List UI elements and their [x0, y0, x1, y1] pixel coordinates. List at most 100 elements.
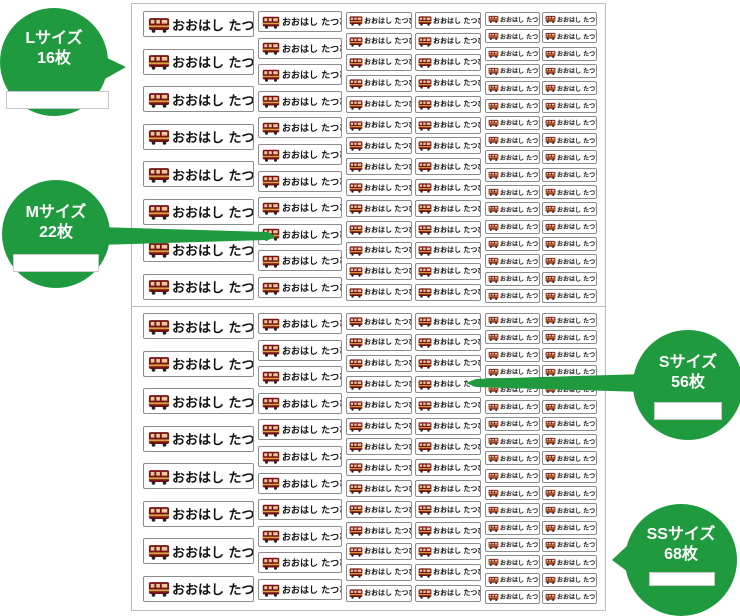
name-label: おおはし たつひこ	[143, 575, 254, 602]
label-name-text: おおはし たつひこ	[500, 276, 539, 283]
label-name-text: おおはし たつひこ	[557, 51, 596, 59]
train-icon	[545, 102, 556, 110]
label-name-text: おおはし たつひこ	[172, 508, 254, 523]
name-label: おおはし たつひこ	[258, 472, 342, 494]
label-name-text: おおはし たつひこ	[172, 433, 254, 448]
train-icon	[545, 403, 556, 411]
ss-size-title: SSサイズ	[646, 526, 716, 543]
train-icon	[349, 484, 363, 494]
label-name-text: おおはし たつひこ	[557, 224, 596, 232]
label-name-text: おおはし たつひこ	[557, 317, 596, 325]
label-name-text: おおはし たつひこ	[364, 183, 411, 192]
train-icon	[418, 442, 432, 453]
name-label: おおはし たつひこ	[346, 241, 412, 259]
name-label: おおはし たつひこ	[346, 53, 412, 71]
label-name-text: おおはし たつひこ	[282, 230, 341, 241]
name-label: おおはし たつひこ	[258, 419, 342, 441]
name-label: おおはし たつひこ	[415, 158, 481, 176]
name-label: おおはし たつひこ	[415, 438, 481, 456]
train-icon	[488, 403, 499, 411]
label-name-text: おおはし たつひこ	[282, 426, 341, 437]
train-icon	[488, 15, 499, 23]
label-name-text: おおはし たつひこ	[282, 257, 341, 268]
train-icon	[488, 489, 499, 497]
name-label: おおはし たつひこ	[258, 525, 342, 547]
name-label: おおはし たつひこ	[485, 236, 540, 251]
label-name-text: おおはし たつひこ	[364, 359, 411, 368]
name-label: おおはし たつひこ	[485, 468, 540, 483]
label-name-text: おおはし たつひこ	[433, 401, 480, 410]
label-name-text: おおはし たつひこ	[364, 568, 411, 577]
label-name-text: おおはし たつひこ	[433, 317, 480, 326]
s-size-pointer	[466, 374, 646, 392]
train-icon	[148, 167, 170, 183]
train-icon	[418, 79, 432, 89]
name-label: おおはし たつひこ	[542, 468, 597, 483]
name-label: おおはし たつひこ	[542, 503, 597, 518]
m-size-title: Mサイズ	[25, 204, 87, 221]
name-label: おおはし たつひこ	[485, 46, 540, 61]
train-icon	[262, 318, 280, 331]
train-icon	[488, 240, 499, 248]
label-name-text: おおはし たつひこ	[433, 288, 480, 297]
train-icon	[418, 58, 432, 68]
train-icon	[349, 505, 363, 515]
label-name-text: おおはし たつひこ	[433, 121, 480, 129]
train-icon	[262, 531, 280, 544]
label-name-text: おおはし たつひこ	[500, 172, 539, 180]
label-name-text: おおはし たつひこ	[500, 293, 539, 301]
name-label: おおはし たつひこ	[542, 555, 597, 570]
train-icon	[349, 204, 363, 214]
name-label: おおはし たつひこ	[485, 364, 540, 379]
label-name-text: おおはし たつひこ	[433, 37, 480, 46]
label-name-text: おおはし たつひこ	[557, 525, 596, 533]
name-label: おおはし たつひこ	[346, 396, 412, 414]
label-name-text: おおはし たつひこ	[557, 16, 596, 24]
name-label: おおはし たつひこ	[415, 480, 481, 498]
train-icon	[349, 568, 363, 578]
name-label: おおはし たつひこ	[542, 133, 597, 148]
label-name-text: おおはし たつひこ	[433, 505, 480, 514]
name-label: おおはし たつひこ	[542, 434, 597, 449]
train-icon	[418, 421, 432, 432]
train-icon	[545, 154, 556, 162]
label-name-text: おおはし たつひこ	[557, 421, 596, 429]
name-label: おおはし たつひこ	[485, 12, 540, 26]
train-icon	[262, 282, 280, 295]
label-name-text: おおはし たつひこ	[500, 386, 539, 394]
train-icon	[488, 171, 499, 179]
name-label: おおはし たつひこ	[258, 250, 342, 272]
train-icon	[148, 242, 170, 258]
label-name-text: おおはし たつひこ	[282, 71, 341, 82]
label-name-text: おおはし たつひこ	[500, 490, 539, 498]
train-icon	[349, 162, 363, 173]
train-icon	[545, 188, 556, 196]
label-name-text: おおはし たつひこ	[557, 386, 596, 394]
train-icon	[488, 223, 499, 231]
label-name-text: おおはし たつひこ	[557, 68, 596, 76]
name-label: おおはし たつひこ	[258, 117, 342, 139]
label-name-text: おおはし たつひこ	[500, 258, 539, 266]
train-icon	[349, 463, 363, 474]
train-icon	[488, 472, 499, 480]
name-label: おおはし たつひこ	[346, 417, 412, 435]
train-icon	[545, 240, 556, 248]
s-size-quantity-box	[654, 402, 722, 420]
label-name-text: おおはし たつひこ	[557, 438, 596, 446]
label-name-text: おおはし たつひこ	[433, 162, 480, 171]
train-icon	[349, 141, 363, 152]
train-icon	[418, 359, 432, 369]
train-icon	[262, 477, 280, 490]
name-label: おおはし たつひこ	[485, 347, 540, 362]
label-name-text: おおはし たつひこ	[364, 79, 411, 88]
name-label: おおはし たつひこ	[258, 339, 342, 361]
train-icon	[488, 85, 499, 93]
label-name-text: おおはし たつひこ	[282, 586, 341, 596]
train-icon	[418, 267, 432, 277]
train-icon	[262, 424, 280, 437]
label-name-text: おおはし たつひこ	[172, 206, 254, 221]
train-icon	[545, 292, 556, 300]
label-name-text: おおはし たつひこ	[282, 399, 341, 410]
label-name-text: おおはし たつひこ	[364, 589, 411, 598]
train-icon	[545, 275, 556, 283]
